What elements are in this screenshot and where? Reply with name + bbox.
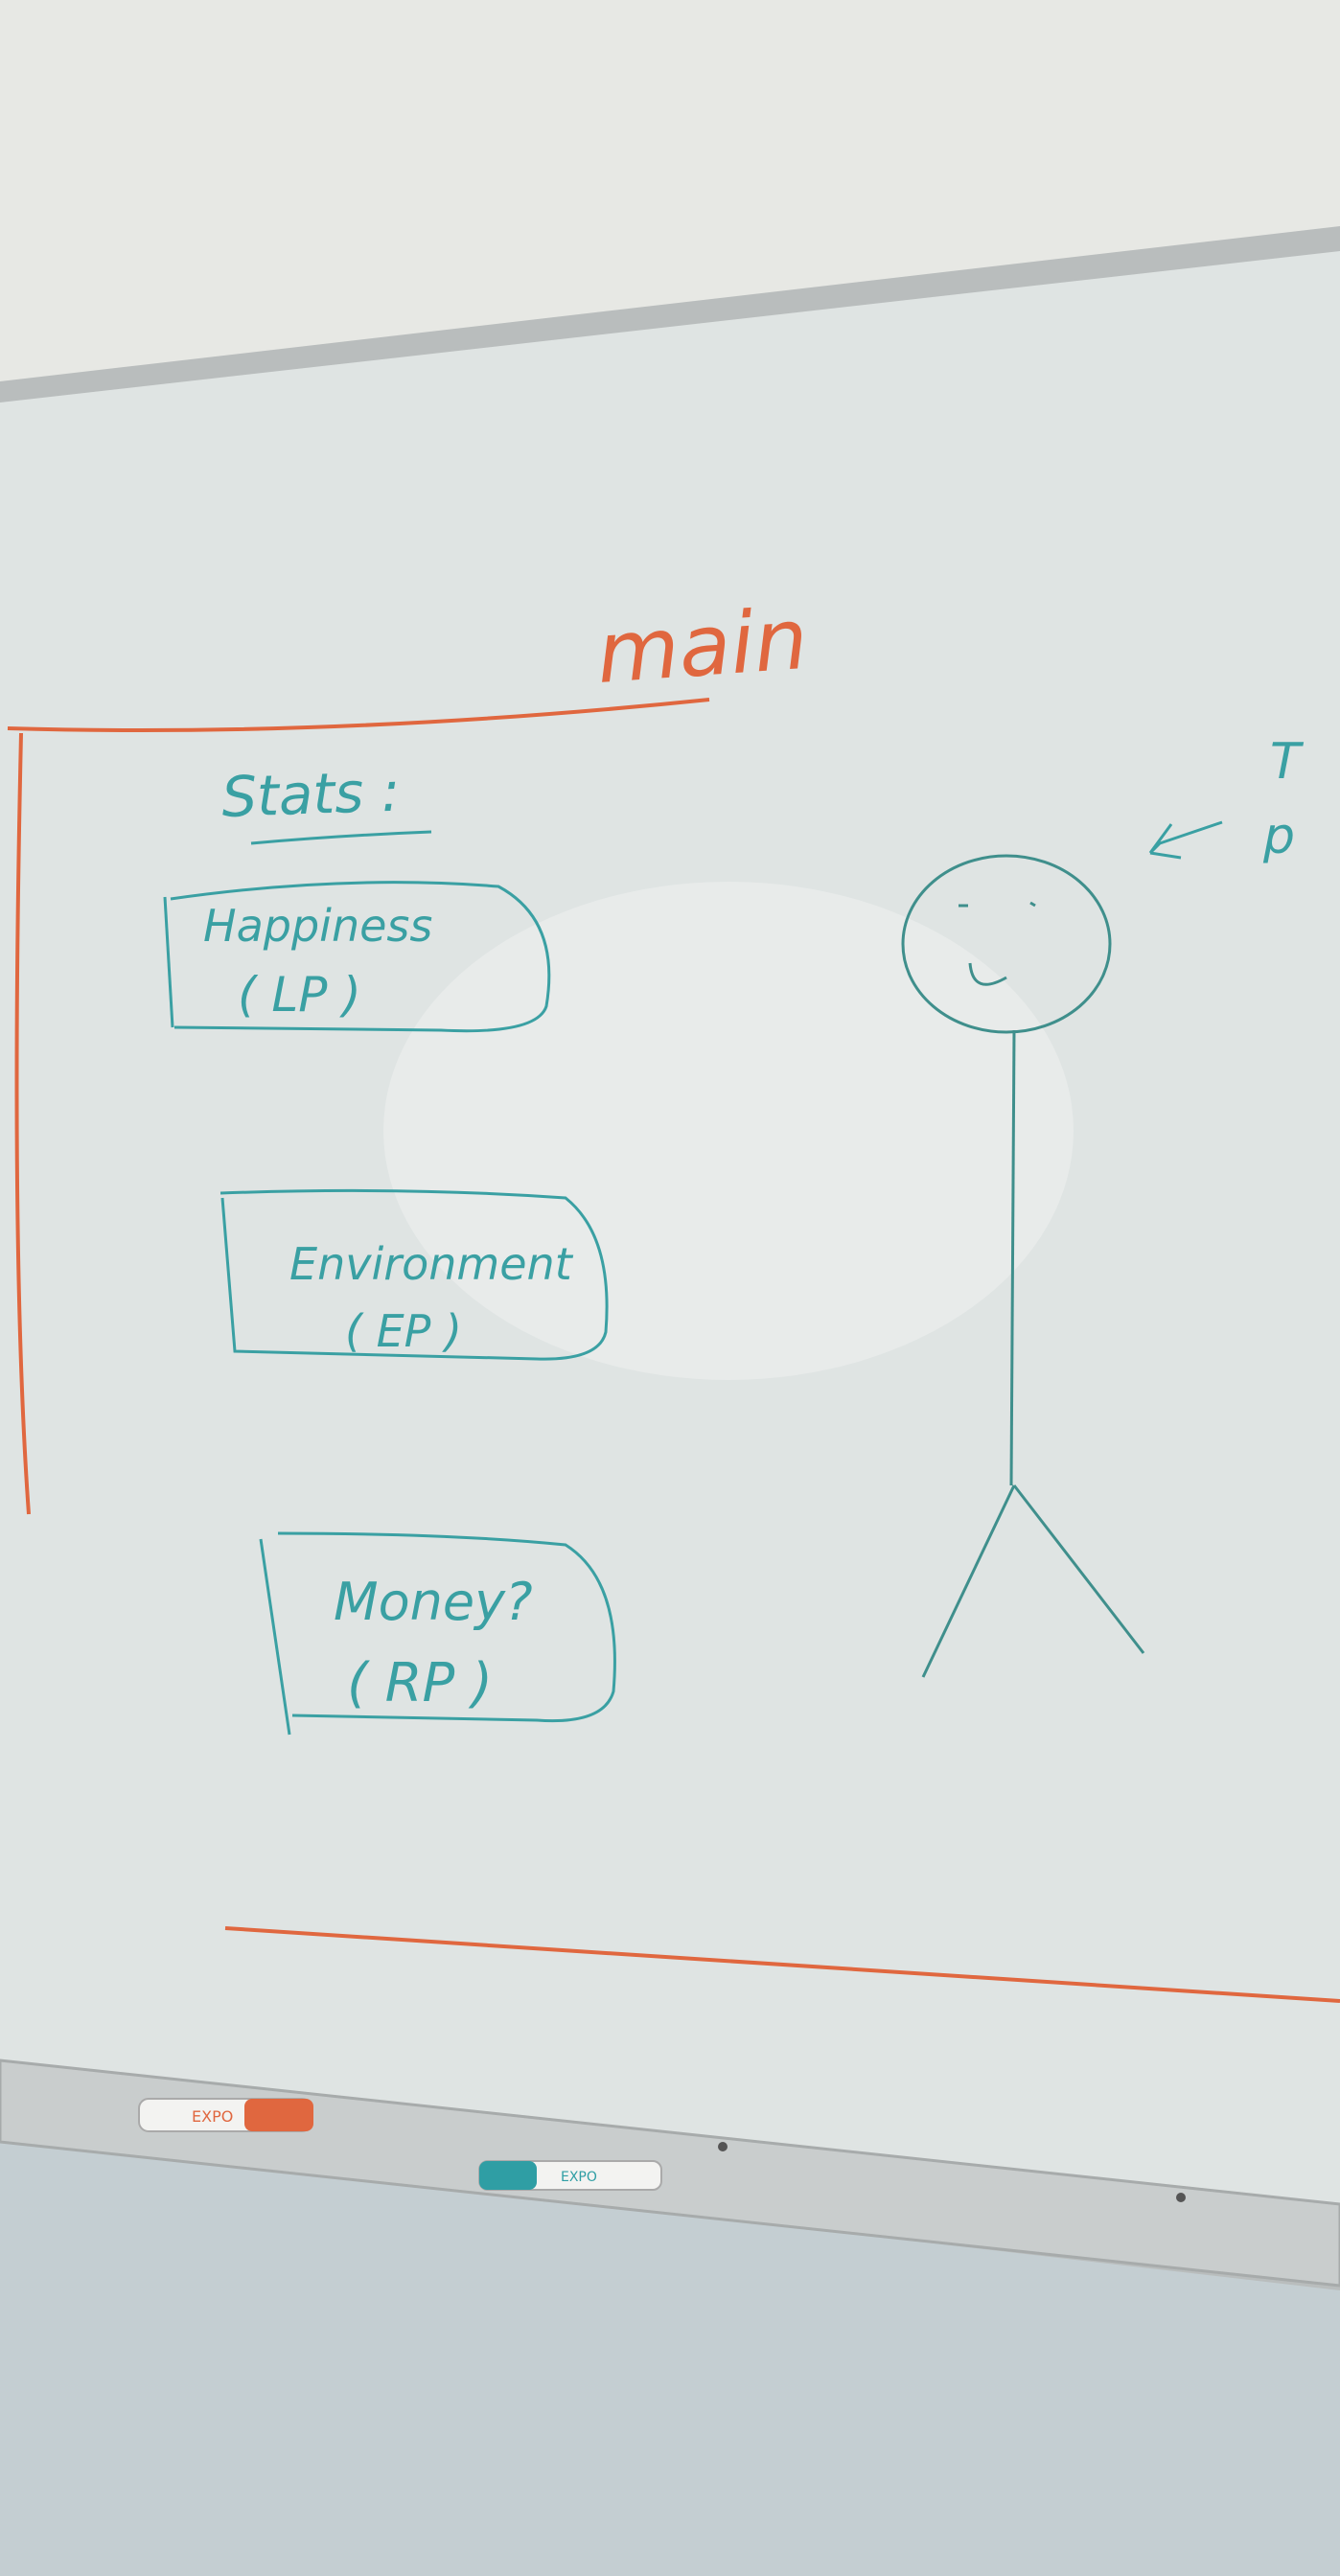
stat-box-happiness: Happiness ( LP ) <box>163 881 551 1033</box>
stat-name: Happiness <box>203 900 432 952</box>
stat-code: ( RP ) <box>347 1652 493 1714</box>
stats-underline <box>250 830 432 845</box>
main-frame-left-line <box>14 732 31 1515</box>
stats-label: Stats : <box>220 759 401 830</box>
stick-figure-smile <box>968 962 1007 986</box>
edge-note-line1: T <box>1270 733 1305 791</box>
stick-figure-eye <box>1029 901 1036 908</box>
stick-figure-body <box>1009 1029 1016 1486</box>
tray-screw <box>718 2142 728 2151</box>
stick-figure-leg-left <box>921 1484 1016 1678</box>
stat-code: ( EP ) <box>345 1305 462 1357</box>
edge-arrow <box>1148 820 1223 860</box>
board-title: main <box>593 589 811 702</box>
stick-figure-leg-right <box>1012 1484 1145 1654</box>
stat-box-money: Money? ( RP ) <box>259 1531 616 1736</box>
main-frame-bottom-line <box>224 1926 1340 2003</box>
main-frame-top-line <box>7 698 710 732</box>
orange-marker-label: EXPO <box>192 2107 233 2126</box>
stick-figure-head <box>901 854 1112 1034</box>
teal-marker: EXPO <box>478 2160 662 2191</box>
marker-tray <box>0 2058 1340 2288</box>
edge-note-line2: p <box>1262 808 1295 865</box>
stick-figure <box>901 854 1145 1678</box>
teal-marker-label: EXPO <box>561 2170 597 2185</box>
orange-marker: EXPO <box>138 2098 313 2132</box>
stat-code: ( LP ) <box>238 967 361 1023</box>
stat-name: Environment <box>289 1238 574 1290</box>
tray-screw <box>1176 2193 1186 2202</box>
stat-box-environment: Environment ( EP ) <box>219 1188 609 1361</box>
stat-name: Money? <box>334 1572 533 1632</box>
glare <box>383 882 1074 1380</box>
